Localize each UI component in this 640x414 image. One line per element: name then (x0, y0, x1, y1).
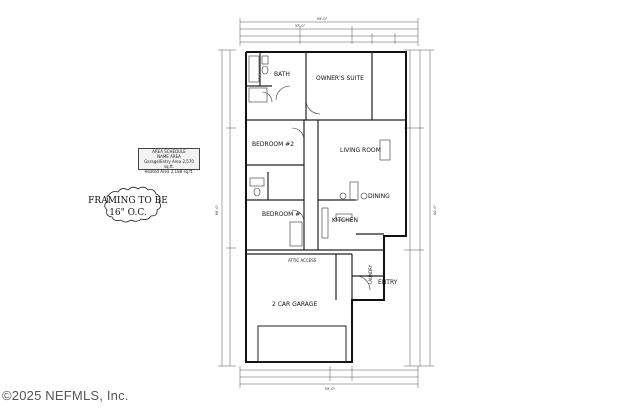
dim-top-sub: 37'-0" (295, 24, 306, 28)
area-schedule-table: AREA SCHEDULE NAME AREA Garage/Entry Are… (138, 148, 200, 174)
right-dimension-lines (404, 49, 434, 367)
dim-top-overall: 59'-0" (317, 17, 328, 21)
top-dimension-lines (239, 18, 419, 46)
area-schedule-header: NAME AREA (157, 154, 181, 159)
room-label-owners-suite: OWNER'S SUITE (316, 75, 364, 82)
bottom-dimension-lines (239, 366, 419, 388)
room-label-bedroom-2: BEDROOM #2 (252, 141, 294, 148)
area-schedule-row-2: Heated Area 2,188 sq.ft. (144, 169, 194, 174)
interior-walls (246, 52, 406, 300)
area-schedule-row-1: Garage/Entry Area 2,570 sq.ft. (144, 159, 194, 169)
fixtures (248, 55, 391, 247)
dim-left-overall: 66'-0" (215, 204, 219, 215)
garage-door (257, 325, 347, 363)
dim-right-overall: 44'-0" (433, 204, 437, 215)
room-label-bedroom-3: BEDROOM # (262, 211, 300, 218)
framing-note-line1: FRAMING TO BE (88, 196, 168, 206)
room-label-garage: 2 CAR GARAGE (272, 301, 317, 308)
dim-bottom-overall: 59'-0" (325, 387, 336, 391)
door-swings (261, 85, 371, 291)
room-label-dining: DINING (368, 193, 390, 200)
framing-note-cloud: FRAMING TO BE 16" O.C. (88, 186, 168, 223)
left-dimension-lines (218, 49, 236, 367)
copyright-watermark: ©2025 NEFMLS, Inc. (2, 388, 129, 403)
room-label-entry: ENTRY (378, 279, 398, 286)
room-label-kitchen: KITCHEN (332, 217, 358, 224)
exterior-walls (245, 51, 407, 363)
room-label-bath: BATH (274, 71, 290, 78)
room-label-laundry: LAUNDRY (368, 264, 373, 284)
room-label-living-room: LIVING ROOM (340, 147, 381, 154)
room-label-attic: ATTIC ACCESS (288, 258, 317, 263)
framing-note-line2: 16" O.C. (109, 208, 147, 218)
area-schedule-title: AREA SCHEDULE (152, 149, 186, 154)
